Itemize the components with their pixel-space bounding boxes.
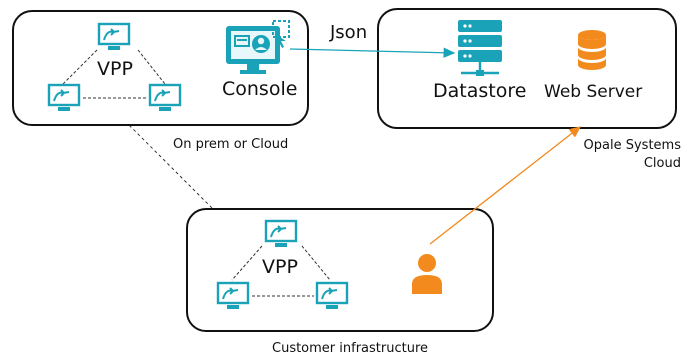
onprem-caption: On prem or Cloud — [173, 137, 289, 152]
datastore-icon — [458, 20, 502, 76]
vpp-node-icon — [264, 219, 298, 247]
cloud-box — [377, 8, 677, 129]
vpp-node-icon — [47, 83, 81, 111]
vpp-node-icon — [148, 83, 182, 111]
json-label: Json — [330, 22, 368, 43]
console-label: Console — [222, 78, 298, 100]
vpp-node-icon — [315, 281, 349, 309]
datastore-label: Datastore — [433, 80, 527, 102]
user-to-webserver-arrow — [429, 126, 582, 245]
cloud-caption-line1: Opale Systems — [583, 138, 681, 153]
user-icon — [412, 254, 442, 294]
customer-vpp-label: VPP — [262, 256, 298, 278]
customer-vpp-mesh — [231, 245, 331, 297]
cloud-caption-line2: Cloud — [643, 156, 681, 171]
vpp-node-icon — [216, 281, 250, 309]
onprem-vpp-mesh — [62, 49, 166, 99]
onprem-vpp-label: VPP — [97, 58, 133, 80]
vpp-node-icon — [97, 22, 131, 50]
json-arrow — [289, 47, 456, 58]
database-icon — [578, 30, 606, 70]
console-icon — [226, 20, 290, 74]
webserver-label: Web Server — [544, 82, 643, 102]
customer-caption: Customer infrastructure — [272, 341, 429, 356]
customer-box — [186, 208, 494, 332]
